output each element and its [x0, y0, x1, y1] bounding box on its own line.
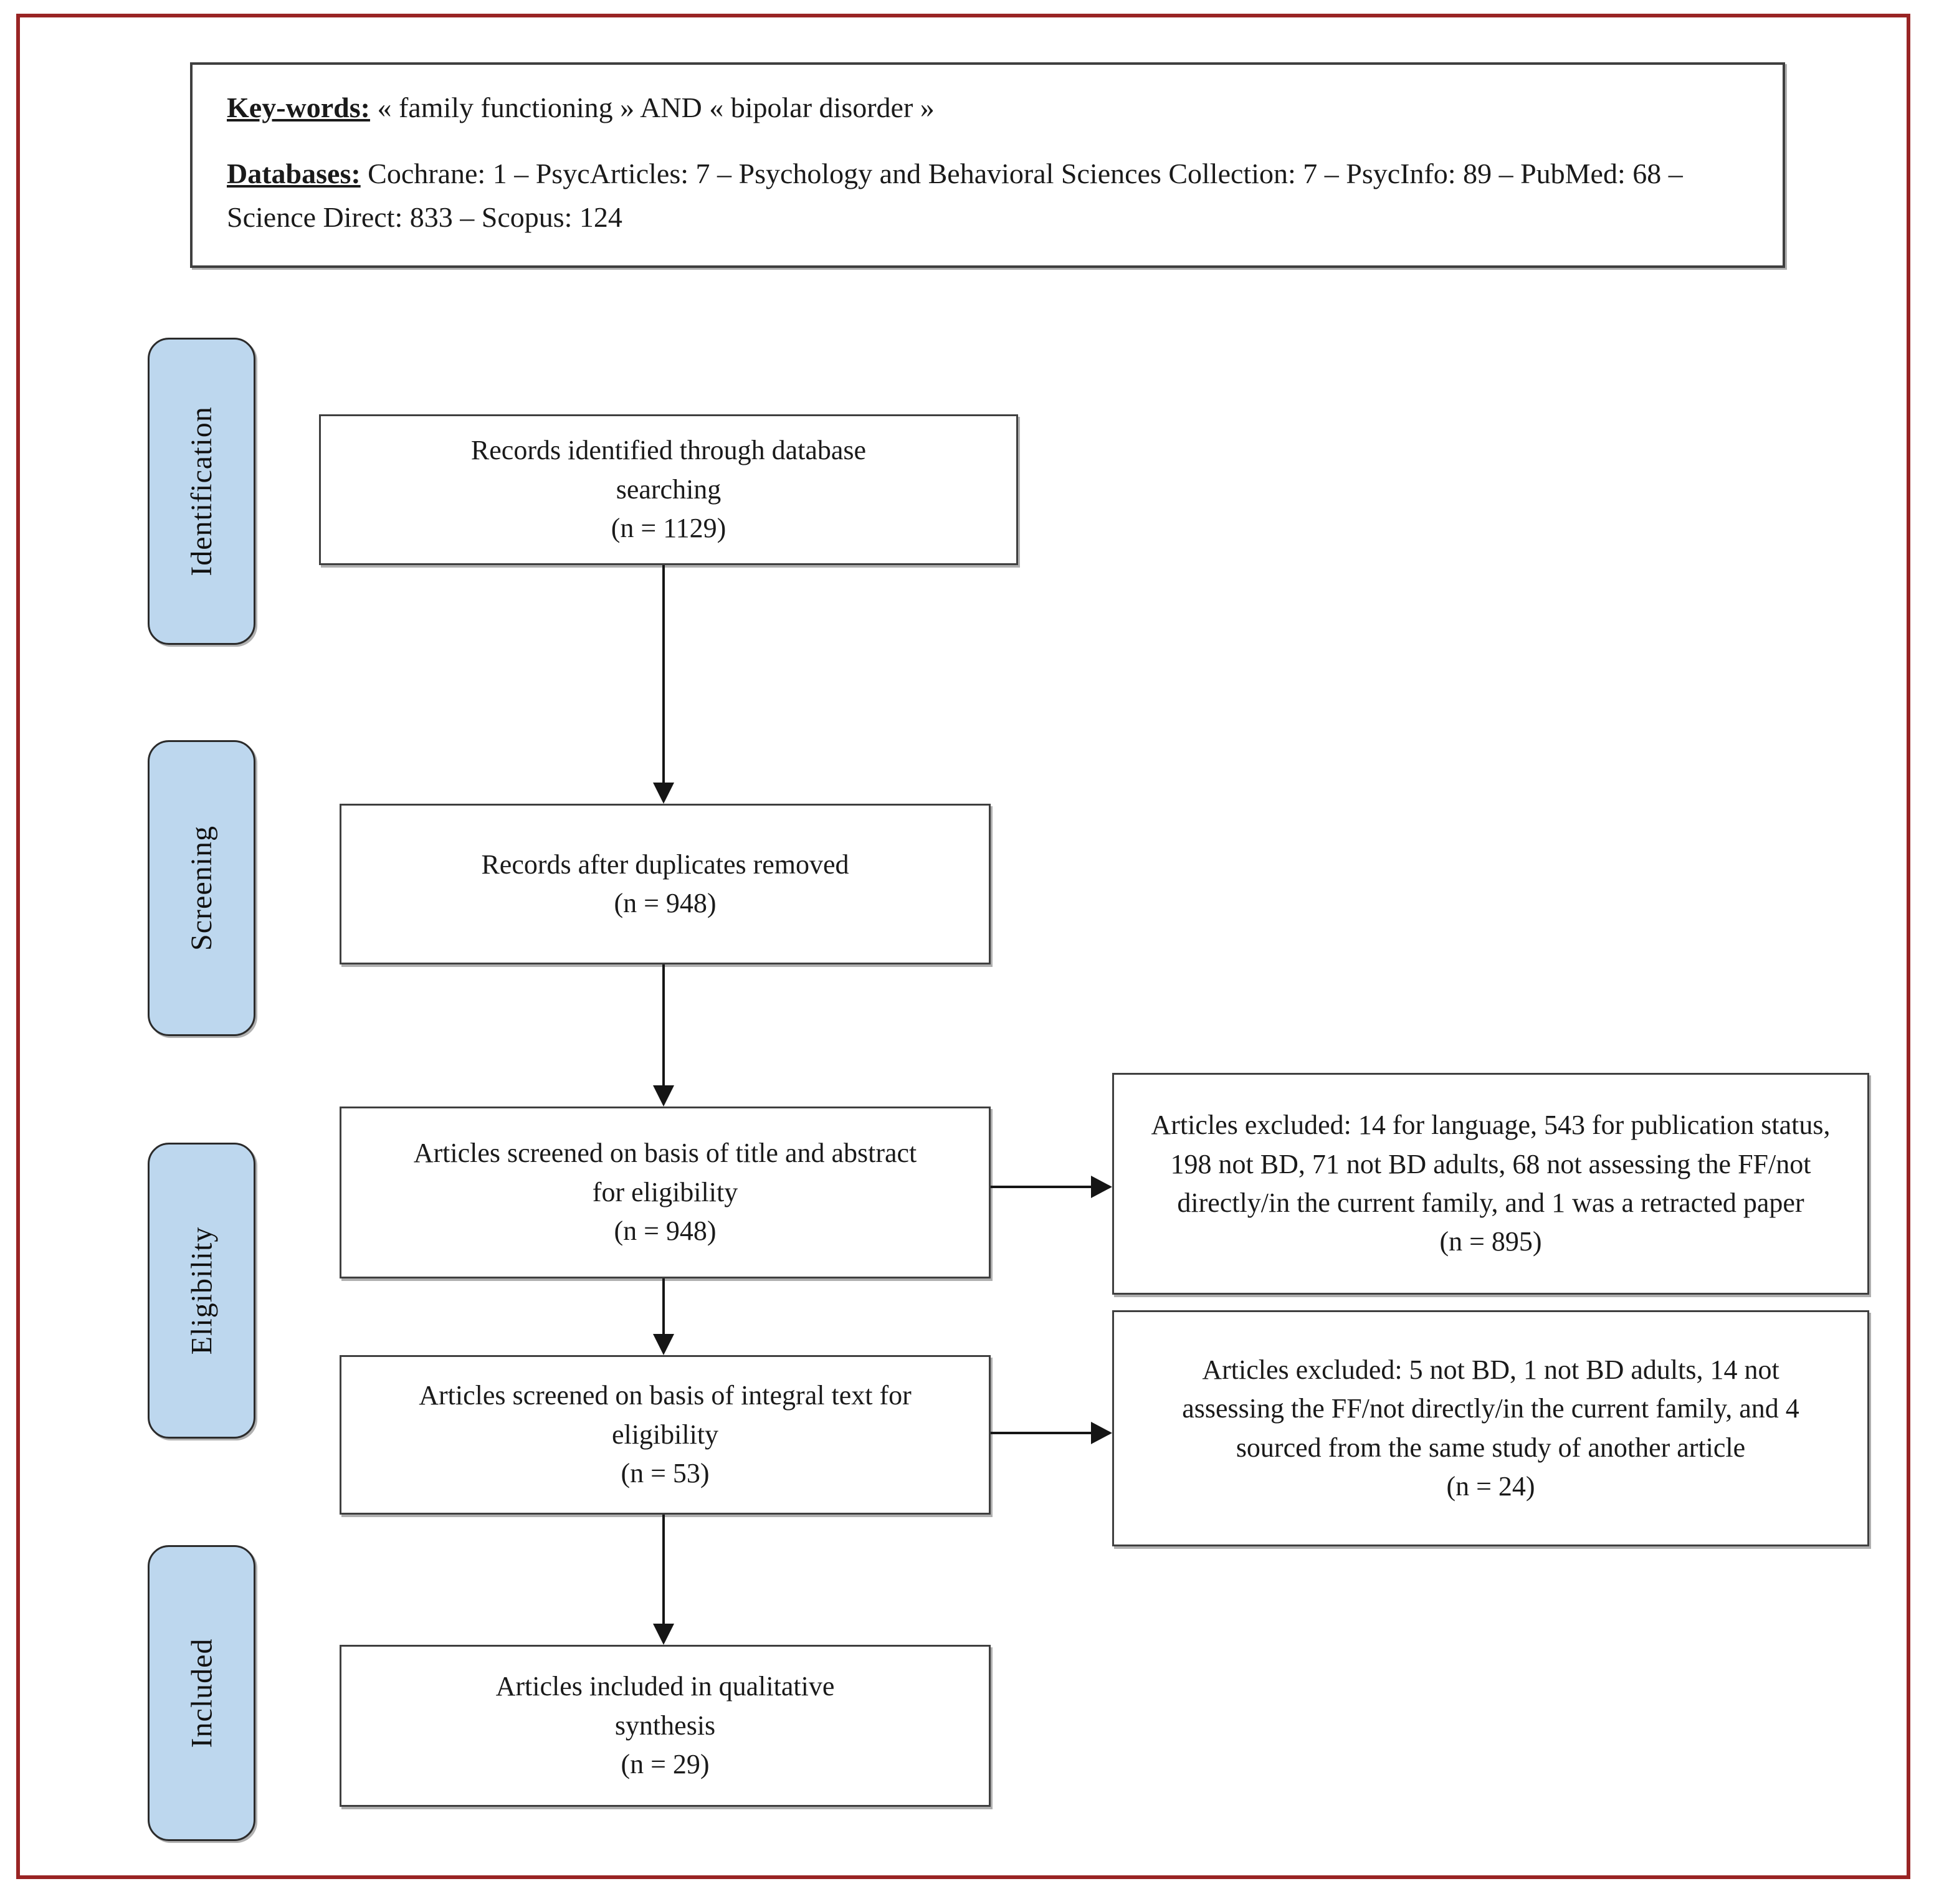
arrow-head-icon: [653, 1624, 674, 1645]
flow-box-integral-text-screen-n: (n = 53): [621, 1458, 710, 1489]
search-summary-box: Key-words: « family functioning » AND « …: [190, 62, 1785, 268]
databases-label: Databases:: [227, 157, 361, 189]
flow-box-included-synthesis-n: (n = 29): [621, 1749, 710, 1780]
keywords-label: Key-words:: [227, 92, 370, 123]
figure-border: [16, 14, 1910, 1879]
databases-text: Cochrane: 1 – PsycArticles: 7 – Psycholo…: [227, 157, 1683, 233]
arrow-shaft: [662, 1515, 665, 1625]
stage-included: Included: [148, 1545, 255, 1841]
arrow-title-screen-to-integral-screen: [653, 1278, 674, 1355]
flow-box-duplicates-removed: Records after duplicates removed (n = 94…: [340, 804, 991, 964]
stage-screening-label: Screening: [185, 826, 218, 951]
flow-box-integral-text-screen: Articles screened on basis of integral t…: [340, 1355, 991, 1515]
arrow-shaft: [991, 1186, 1092, 1188]
exclusion-box-title-abstract-text: Articles excluded: 14 for language, 543 …: [1151, 1110, 1831, 1218]
flow-box-duplicates-removed-n: (n = 948): [614, 888, 717, 918]
stage-eligibility-label: Eligibility: [185, 1226, 219, 1355]
stage-identification: Identification: [148, 338, 255, 645]
arrow-shaft: [991, 1432, 1092, 1434]
exclusion-box-integral-text-n: (n = 24): [1446, 1470, 1535, 1502]
exclusion-box-title-abstract: Articles excluded: 14 for language, 543 …: [1112, 1073, 1869, 1295]
arrow-duplicates-to-title-screen: [653, 964, 674, 1107]
arrow-title-screen-to-exclusion: [991, 1176, 1112, 1198]
exclusion-box-integral-text: Articles excluded: 5 not BD, 1 not BD ad…: [1112, 1310, 1869, 1546]
arrow-head-icon: [1091, 1422, 1112, 1444]
exclusion-box-integral-text-text: Articles excluded: 5 not BD, 1 not BD ad…: [1182, 1354, 1799, 1463]
arrow-integral-screen-to-included: [653, 1515, 674, 1645]
flow-box-integral-text-screen-text: Articles screened on basis of integral t…: [419, 1380, 912, 1450]
flow-box-title-abstract-screen-text: Articles screened on basis of title and …: [413, 1138, 917, 1207]
arrow-shaft: [662, 1278, 665, 1335]
keywords-text: « family functioning » AND « bipolar dis…: [377, 92, 935, 123]
flow-box-title-abstract-screen-n: (n = 948): [614, 1216, 717, 1247]
keywords-line: Key-words: « family functioning » AND « …: [227, 86, 1745, 130]
exclusion-box-title-abstract-n: (n = 895): [1439, 1226, 1542, 1257]
flow-box-title-abstract-screen: Articles screened on basis of title and …: [340, 1107, 991, 1278]
arrow-shaft: [662, 565, 665, 784]
arrow-shaft: [662, 964, 665, 1087]
stage-included-label: Included: [185, 1638, 218, 1748]
flow-box-included-synthesis: Articles included in qualitative synthes…: [340, 1645, 991, 1807]
arrow-head-icon: [653, 783, 674, 804]
arrow-identified-to-duplicates: [653, 565, 674, 804]
stage-identification-label: Identification: [185, 406, 218, 576]
databases-line: Databases: Cochrane: 1 – PsycArticles: 7…: [227, 152, 1745, 239]
arrow-head-icon: [1091, 1176, 1112, 1198]
arrow-integral-screen-to-exclusion: [991, 1422, 1112, 1444]
arrow-head-icon: [653, 1085, 674, 1107]
flow-box-duplicates-removed-text: Records after duplicates removed: [481, 849, 849, 880]
flow-box-records-identified-text: Records identified through database sear…: [470, 435, 867, 505]
stage-eligibility: Eligibility: [148, 1143, 255, 1439]
arrow-head-icon: [653, 1334, 674, 1355]
stage-screening: Screening: [148, 740, 255, 1036]
flow-box-records-identified-n: (n = 1129): [611, 513, 726, 544]
flow-box-included-synthesis-text: Articles included in qualitative synthes…: [495, 1671, 835, 1741]
flow-box-records-identified: Records identified through database sear…: [319, 414, 1018, 565]
